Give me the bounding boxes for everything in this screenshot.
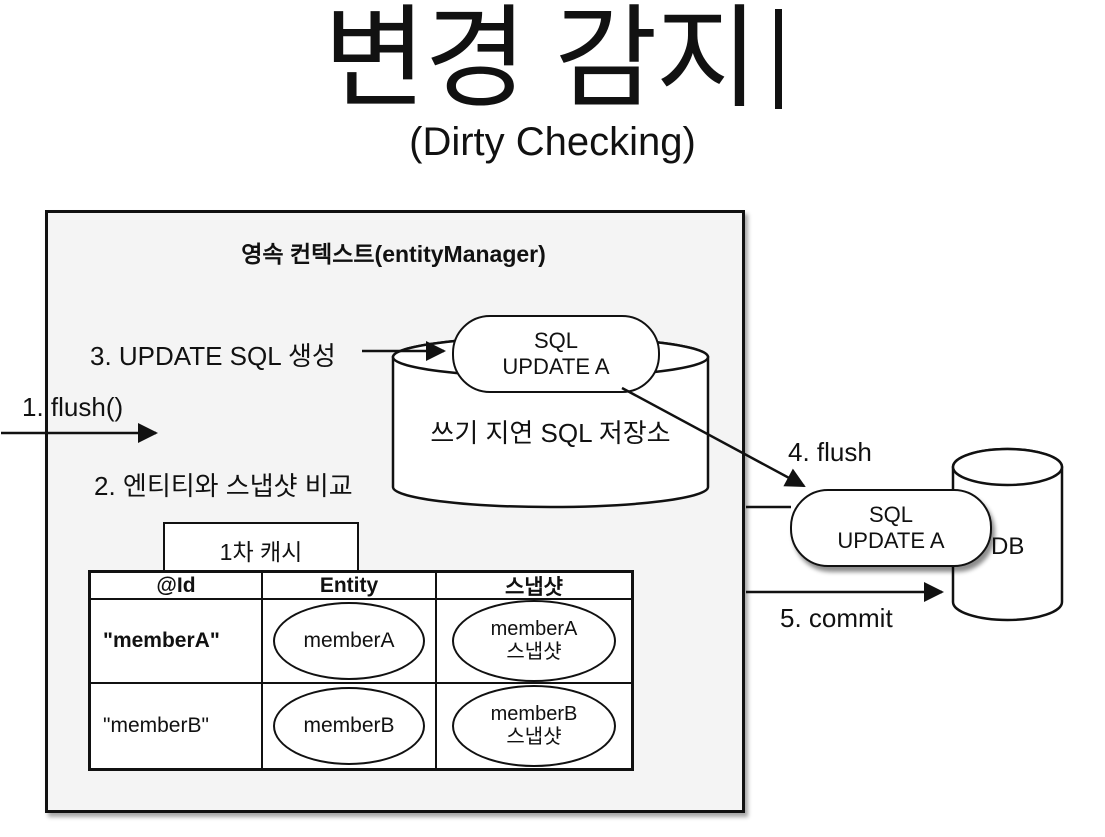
sql-update-pill-store: SQL UPDATE A — [452, 315, 660, 393]
write-behind-store-label: 쓰기 지연 SQL 저장소 — [430, 418, 671, 448]
memberA-entity-ellipse: memberA — [273, 602, 425, 680]
first-level-cache-table: @Id Entity 스냅샷 "memberA" memberA memberA… — [88, 570, 634, 771]
first-level-cache-tab: 1차 캐시 — [163, 522, 359, 577]
col-header-entity: Entity — [263, 573, 437, 600]
slide-title: 변경 감지 — [323, 0, 758, 121]
step4-flush-label: 4. flush — [788, 437, 872, 467]
memberA-entity-label: memberA — [303, 628, 395, 652]
row-memberA-id: "memberA" — [91, 600, 263, 684]
row-memberA-entity-cell: memberA — [263, 600, 437, 684]
memberA-snapshot-line2: 스냅샷 — [506, 641, 562, 663]
db-sql-pill-line1: SQL — [868, 501, 914, 527]
sql-pill-line1: SQL — [533, 327, 579, 353]
memberB-snapshot-line2: 스냅샷 — [506, 726, 562, 748]
step2-compare-label: 2. 엔티티와 스냅샷 비교 — [94, 471, 353, 501]
slide-subtitle: (Dirty Checking) — [409, 120, 696, 164]
sql-pill-line2: UPDATE A — [502, 354, 610, 379]
memberB-entity-ellipse: memberB — [273, 687, 425, 765]
step3-update-sql-label: 3. UPDATE SQL 생성 — [90, 341, 336, 371]
persistence-context-header: 영속 컨텍스트(entityManager) — [241, 241, 546, 267]
slide-title-row: 변경 감지 — [0, 0, 1105, 118]
memberA-snapshot-ellipse: memberA 스냅샷 — [452, 600, 616, 682]
memberB-entity-label: memberB — [303, 713, 395, 737]
row-memberB-snapshot-cell: memberB 스냅샷 — [437, 684, 631, 768]
col-header-id: @Id — [91, 573, 263, 600]
row-memberB-entity-cell: memberB — [263, 684, 437, 768]
memberB-snapshot-line1: memberB — [490, 703, 578, 725]
col-header-snapshot: 스냅샷 — [437, 573, 631, 600]
sql-update-pill-db: SQL UPDATE A — [790, 489, 992, 567]
memberA-snapshot-line1: memberA — [490, 618, 578, 640]
first-level-cache-tab-label: 1차 캐시 — [219, 538, 303, 565]
step1-flush-label: 1. flush() — [22, 392, 124, 422]
step5-commit-label: 5. commit — [780, 603, 893, 633]
db-sql-pill-line2: UPDATE A — [837, 528, 945, 553]
row-memberA-snapshot-cell: memberA 스냅샷 — [437, 600, 631, 684]
memberB-snapshot-ellipse: memberB 스냅샷 — [452, 685, 616, 767]
text-cursor — [774, 9, 782, 109]
db-label: DB — [991, 533, 1025, 560]
row-memberB-id: "memberB" — [91, 684, 263, 768]
